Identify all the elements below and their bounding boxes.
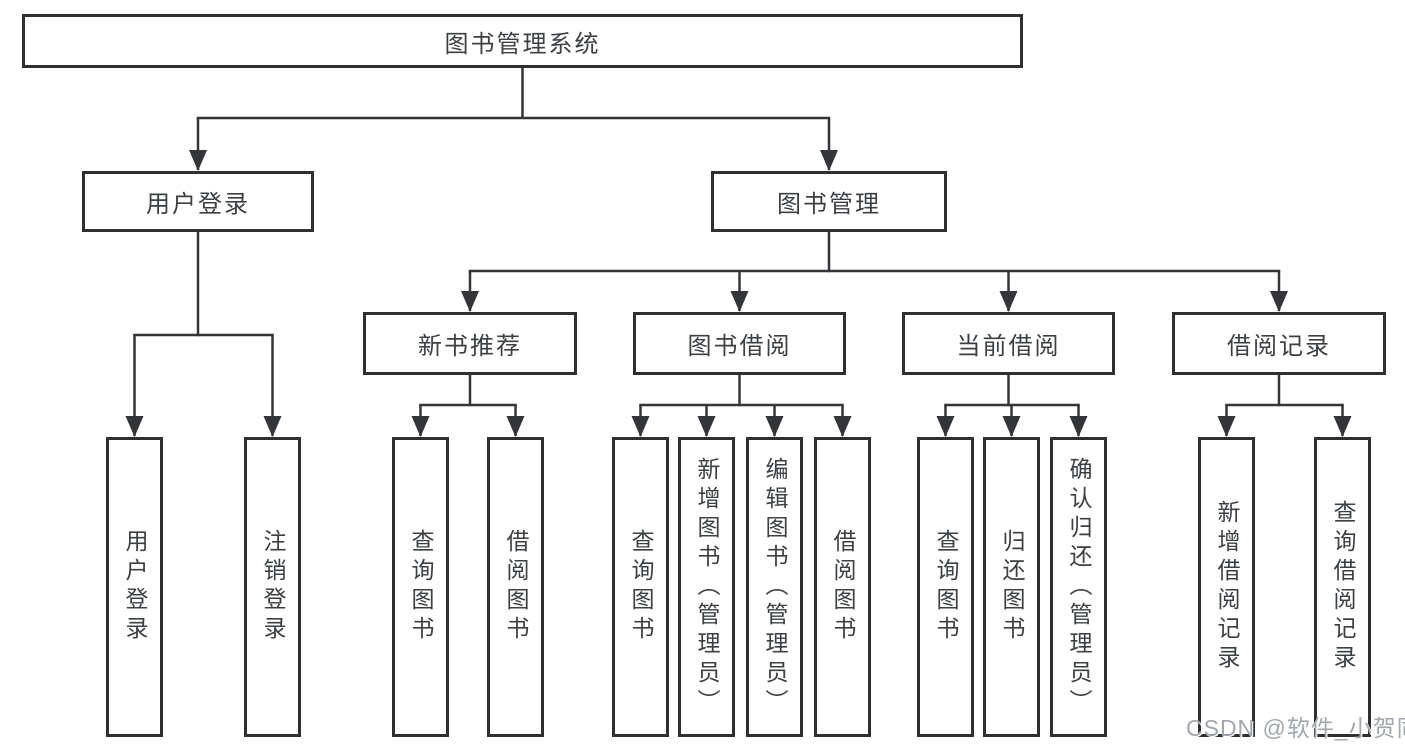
node-label: 图书借阅 — [687, 333, 792, 360]
node-label: 图书管理系统 — [444, 30, 601, 58]
leaf-query-books-borrow: 查询图书 — [612, 437, 669, 737]
leaf-logout: 注销登录 — [244, 437, 301, 737]
node-book-management: 图书管理 — [711, 171, 947, 232]
leaf-label: 借阅图书 — [830, 529, 856, 645]
leaf-label: 查询借阅记录 — [1330, 500, 1356, 674]
watermark: CSDN @软件_小贺同学 — [1186, 715, 1405, 741]
node-new-book-recommend: 新书推荐 — [363, 312, 577, 375]
leaf-add-books-admin: 新增图书（管理员） — [678, 437, 735, 737]
node-book-borrow: 图书借阅 — [633, 312, 846, 375]
leaf-label: 确认归还（管理员） — [1066, 456, 1092, 718]
leaf-confirm-return-admin: 确认归还（管理员） — [1050, 437, 1107, 737]
node-user-login: 用户登录 — [82, 171, 314, 232]
leaf-label: 编辑图书（管理员） — [762, 456, 788, 718]
node-library-management-system: 图书管理系统 — [22, 14, 1023, 68]
leaf-query-books-current: 查询图书 — [917, 437, 974, 737]
leaf-label: 查询图书 — [933, 529, 959, 645]
leaf-label: 新增借阅记录 — [1214, 500, 1240, 674]
leaf-label: 新增图书（管理员） — [694, 456, 720, 718]
node-label: 图书管理 — [777, 191, 881, 218]
node-borrow-records: 借阅记录 — [1172, 312, 1386, 375]
leaf-user-login: 用户登录 — [106, 437, 163, 737]
leaf-label: 查询图书 — [628, 529, 654, 645]
leaf-label: 借阅图书 — [503, 529, 529, 645]
node-label: 用户登录 — [146, 191, 250, 218]
leaf-borrow-books: 借阅图书 — [814, 437, 871, 737]
node-label: 新书推荐 — [418, 333, 522, 360]
leaf-edit-books-admin: 编辑图书（管理员） — [746, 437, 803, 737]
leaf-label: 注销登录 — [260, 529, 286, 645]
leaf-add-borrow-record: 新增借阅记录 — [1198, 437, 1255, 737]
leaf-label: 归还图书 — [999, 529, 1025, 645]
node-label: 当前借阅 — [956, 333, 1061, 360]
leaf-query-books-recommend: 查询图书 — [392, 437, 449, 737]
leaf-query-borrow-record: 查询借阅记录 — [1314, 437, 1371, 737]
leaf-return-books: 归还图书 — [983, 437, 1040, 737]
node-current-borrow: 当前借阅 — [902, 312, 1115, 375]
leaf-label: 用户登录 — [122, 529, 148, 645]
node-label: 借阅记录 — [1227, 333, 1331, 360]
leaf-label: 查询图书 — [408, 529, 434, 645]
leaf-borrow-books-recommend: 借阅图书 — [487, 437, 544, 737]
